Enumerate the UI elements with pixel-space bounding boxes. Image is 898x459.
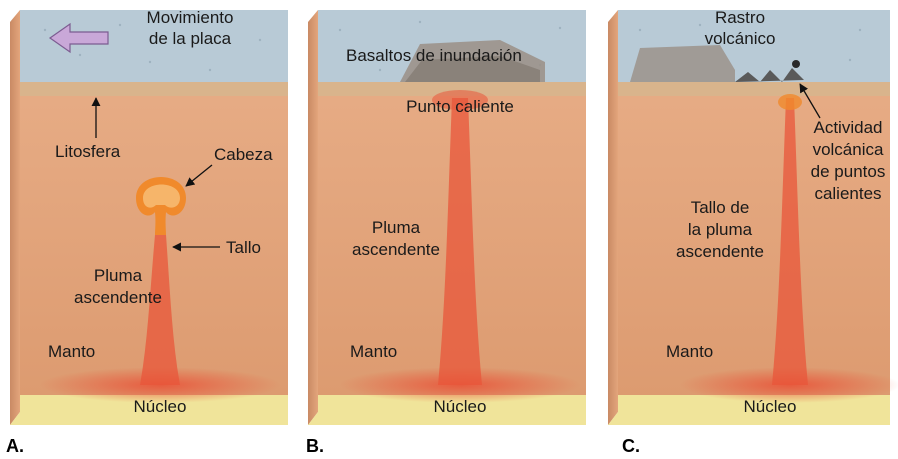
mantle-label: Manto bbox=[350, 342, 398, 361]
plume-stem-label-line3: ascendente bbox=[676, 242, 764, 261]
core-label: Núcleo bbox=[433, 397, 487, 416]
plume-stem-label-line1: Tallo de bbox=[690, 198, 750, 217]
panel-b-letter: B. bbox=[306, 436, 324, 456]
panel-a-letter: A. bbox=[6, 436, 24, 456]
panel-b-block bbox=[308, 10, 586, 425]
panel-a-block bbox=[10, 10, 288, 425]
rising-plume-label-line1: Pluma bbox=[93, 266, 143, 285]
volcanic-track-label-line1: Rastro bbox=[714, 8, 766, 27]
plume-head-label: Cabeza bbox=[214, 145, 273, 164]
volcanic-track-label-line2: volcánico bbox=[704, 29, 776, 48]
plume-stem-label: Tallo bbox=[226, 238, 261, 257]
rising-plume-label-line2: ascendente bbox=[352, 240, 440, 259]
plate-motion-label-line2: de la placa bbox=[148, 29, 232, 48]
mantle-label: Manto bbox=[48, 342, 96, 361]
core-label: Núcleo bbox=[133, 397, 187, 416]
left-arrow-icon bbox=[48, 22, 109, 54]
hotspot-activity-label-line4: calientes bbox=[814, 184, 882, 203]
mantle-label: Manto bbox=[666, 342, 714, 361]
rising-plume-label-line2: ascendente bbox=[74, 288, 162, 307]
hotspot-activity-label-line3: de puntos bbox=[810, 162, 886, 181]
plume-stem-label-line2: la pluma bbox=[687, 220, 753, 239]
plate-motion-label-line1: Movimiento bbox=[146, 8, 234, 27]
hotspot-label: Punto caliente bbox=[406, 97, 514, 116]
volcano-chain-icon bbox=[735, 68, 804, 82]
lithosphere-label: Litosfera bbox=[55, 142, 121, 161]
panel-c-block bbox=[608, 10, 898, 425]
rising-plume-label-line1: Pluma bbox=[371, 218, 421, 237]
hotspot-activity-label-line1: Actividad bbox=[813, 118, 883, 137]
flood-basalts-label: Basaltos de inundación bbox=[346, 46, 522, 65]
panel-c-letter: C. bbox=[622, 436, 640, 456]
core-label: Núcleo bbox=[743, 397, 797, 416]
hotspot-activity-label-line2: volcánica bbox=[812, 140, 884, 159]
